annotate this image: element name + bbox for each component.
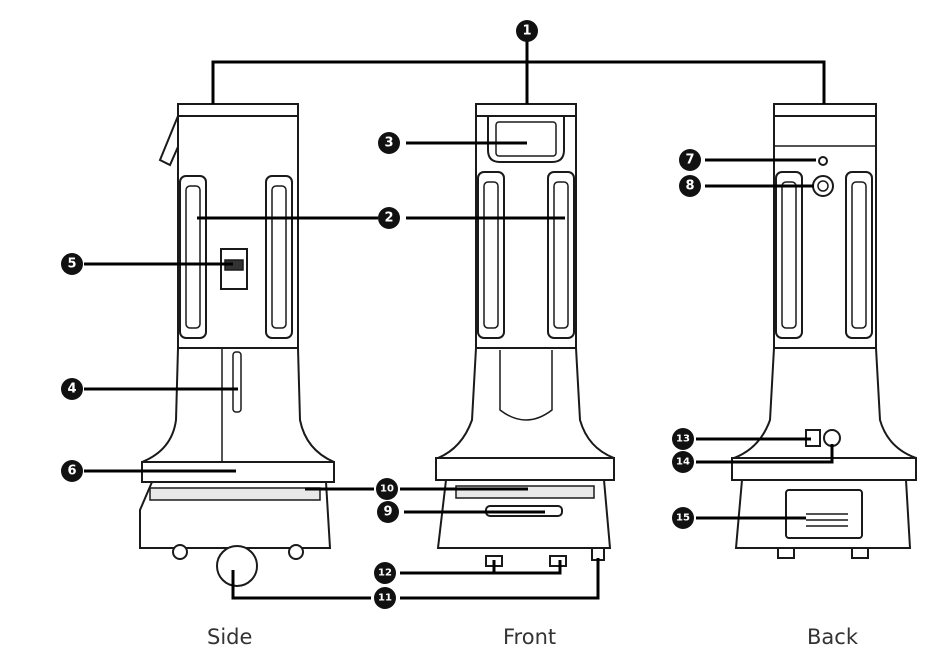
front-lamp-slot-right [547,171,575,339]
leader-lines [84,40,834,600]
callout-12: 12 [374,562,396,584]
svg-text:6: 6 [67,464,76,479]
callout-3: 3 [378,132,400,154]
back-wheel-left [777,547,795,559]
front-lamp-tube-right [553,181,569,329]
leader-line-14 [696,444,834,464]
leader-line-11-right [400,558,600,600]
callout-14: 14 [672,451,694,473]
callout-badges: 1 2 3 4 5 6 7 8 9 10 11 12 13 14 15 [61,20,701,609]
callout-9: 9 [377,501,399,523]
callout-15: 15 [672,507,694,529]
caption-side: Side [207,625,253,649]
side-indicator-strip [232,351,242,413]
svg-text:8: 8 [685,179,694,194]
svg-text:3: 3 [384,136,393,151]
back-lamp-tube-left [781,181,797,329]
svg-text:11: 11 [378,593,392,604]
callout-11: 11 [374,587,396,609]
back-power-port [823,429,841,447]
front-view-robot [435,103,615,567]
svg-text:1: 1 [522,24,531,39]
svg-text:5: 5 [67,257,76,272]
back-wheel-right [851,547,869,559]
svg-text:2: 2 [384,211,393,226]
callout-1: 1 [516,20,538,42]
side-lamp-tube-right [271,185,287,329]
svg-text:12: 12 [378,568,392,579]
back-indicator-light [818,156,828,166]
side-chassis-band [149,487,321,501]
front-base-flare [437,347,615,459]
side-caster-rear [288,544,304,560]
callout-7: 7 [679,149,701,171]
callout-2: 2 [378,207,400,229]
leader-line-1 [211,60,826,104]
front-display [487,115,565,163]
svg-text:13: 13 [676,434,690,445]
side-lamp-slot-right [265,175,293,339]
back-lamp-tube-right [851,181,867,329]
back-lamp-slot-right [845,171,873,339]
side-lamp-slot-left [179,175,207,339]
back-lamp-slot-left [775,171,803,339]
callout-4: 4 [61,378,83,400]
svg-text:7: 7 [685,153,694,168]
side-drive-wheel [216,545,258,587]
svg-text:15: 15 [676,513,690,524]
callout-5: 5 [61,253,83,275]
front-display-glass [495,121,557,157]
back-top-cap [773,103,877,117]
side-caster-front [172,544,188,560]
caption-front: Front [503,625,557,649]
callout-13: 13 [672,428,694,450]
front-flare-arch [499,350,553,421]
leader-line-12-a [400,560,496,575]
front-wheel-right [549,555,567,567]
front-base-plate [435,457,615,481]
svg-text:10: 10 [380,484,394,495]
side-lamp-tube-left [185,185,201,329]
front-lamp-tube-left [483,181,499,329]
svg-text:14: 14 [676,457,690,468]
back-round-button-inner [817,180,829,192]
callout-6: 6 [61,460,83,482]
side-view-robot [139,103,335,587]
svg-text:9: 9 [383,505,392,520]
side-top-cap [177,103,299,117]
svg-text:4: 4 [67,382,76,397]
side-base-flare [141,347,335,463]
callout-10: 10 [376,478,398,500]
back-view-robot [731,103,917,559]
callout-8: 8 [679,175,701,197]
front-top-cap [475,103,577,117]
back-round-button [812,175,834,197]
caption-back: Back [807,625,858,649]
leader-line-12-b [494,560,562,575]
front-lamp-slot-left [477,171,505,339]
leader-line-11-left [231,570,371,600]
